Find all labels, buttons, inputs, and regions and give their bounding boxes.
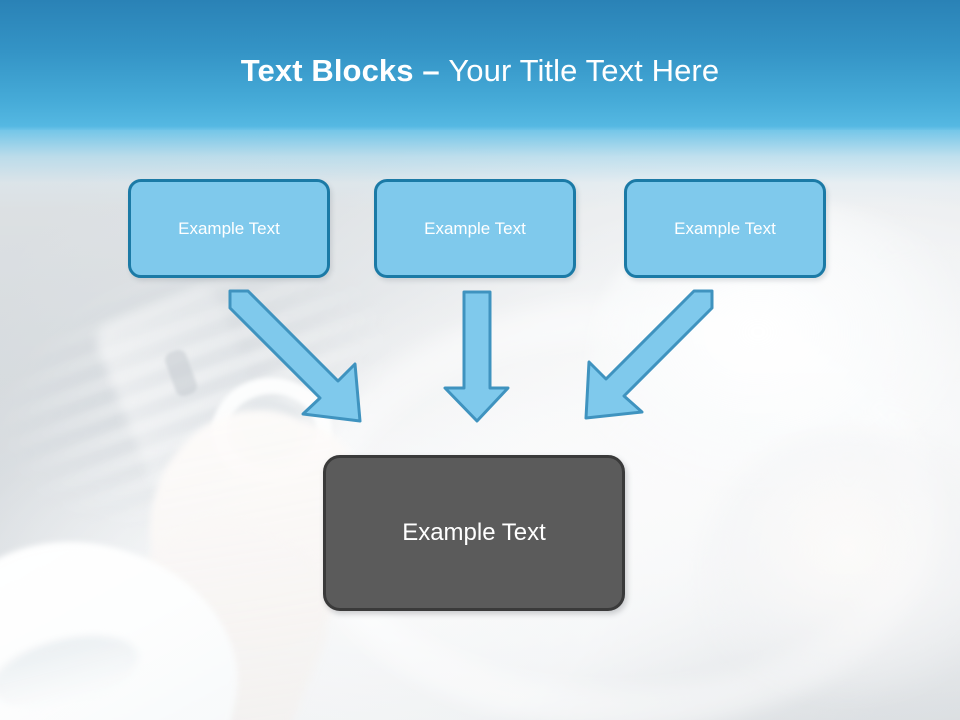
- text-box-2-label: Example Text: [424, 218, 526, 238]
- text-box-3[interactable]: Example Text: [624, 179, 826, 278]
- arrow-right: [584, 289, 714, 420]
- main-text-box[interactable]: Example Text: [323, 455, 625, 611]
- arrow-left: [228, 289, 362, 423]
- main-text-box-label: Example Text: [402, 519, 546, 546]
- text-box-1[interactable]: Example Text: [128, 179, 330, 278]
- page-title-light: Your Title Text Here: [448, 53, 720, 88]
- arrow-middle: [443, 290, 510, 423]
- text-box-2[interactable]: Example Text: [374, 179, 576, 278]
- text-box-3-label: Example Text: [674, 218, 776, 238]
- page-title-strong: Text Blocks: [240, 53, 423, 88]
- page-title: Text Blocks – Your Title Text Here: [0, 52, 960, 90]
- text-box-1-label: Example Text: [178, 218, 280, 238]
- page-title-dash: –: [422, 53, 449, 88]
- header-band: [0, 0, 960, 130]
